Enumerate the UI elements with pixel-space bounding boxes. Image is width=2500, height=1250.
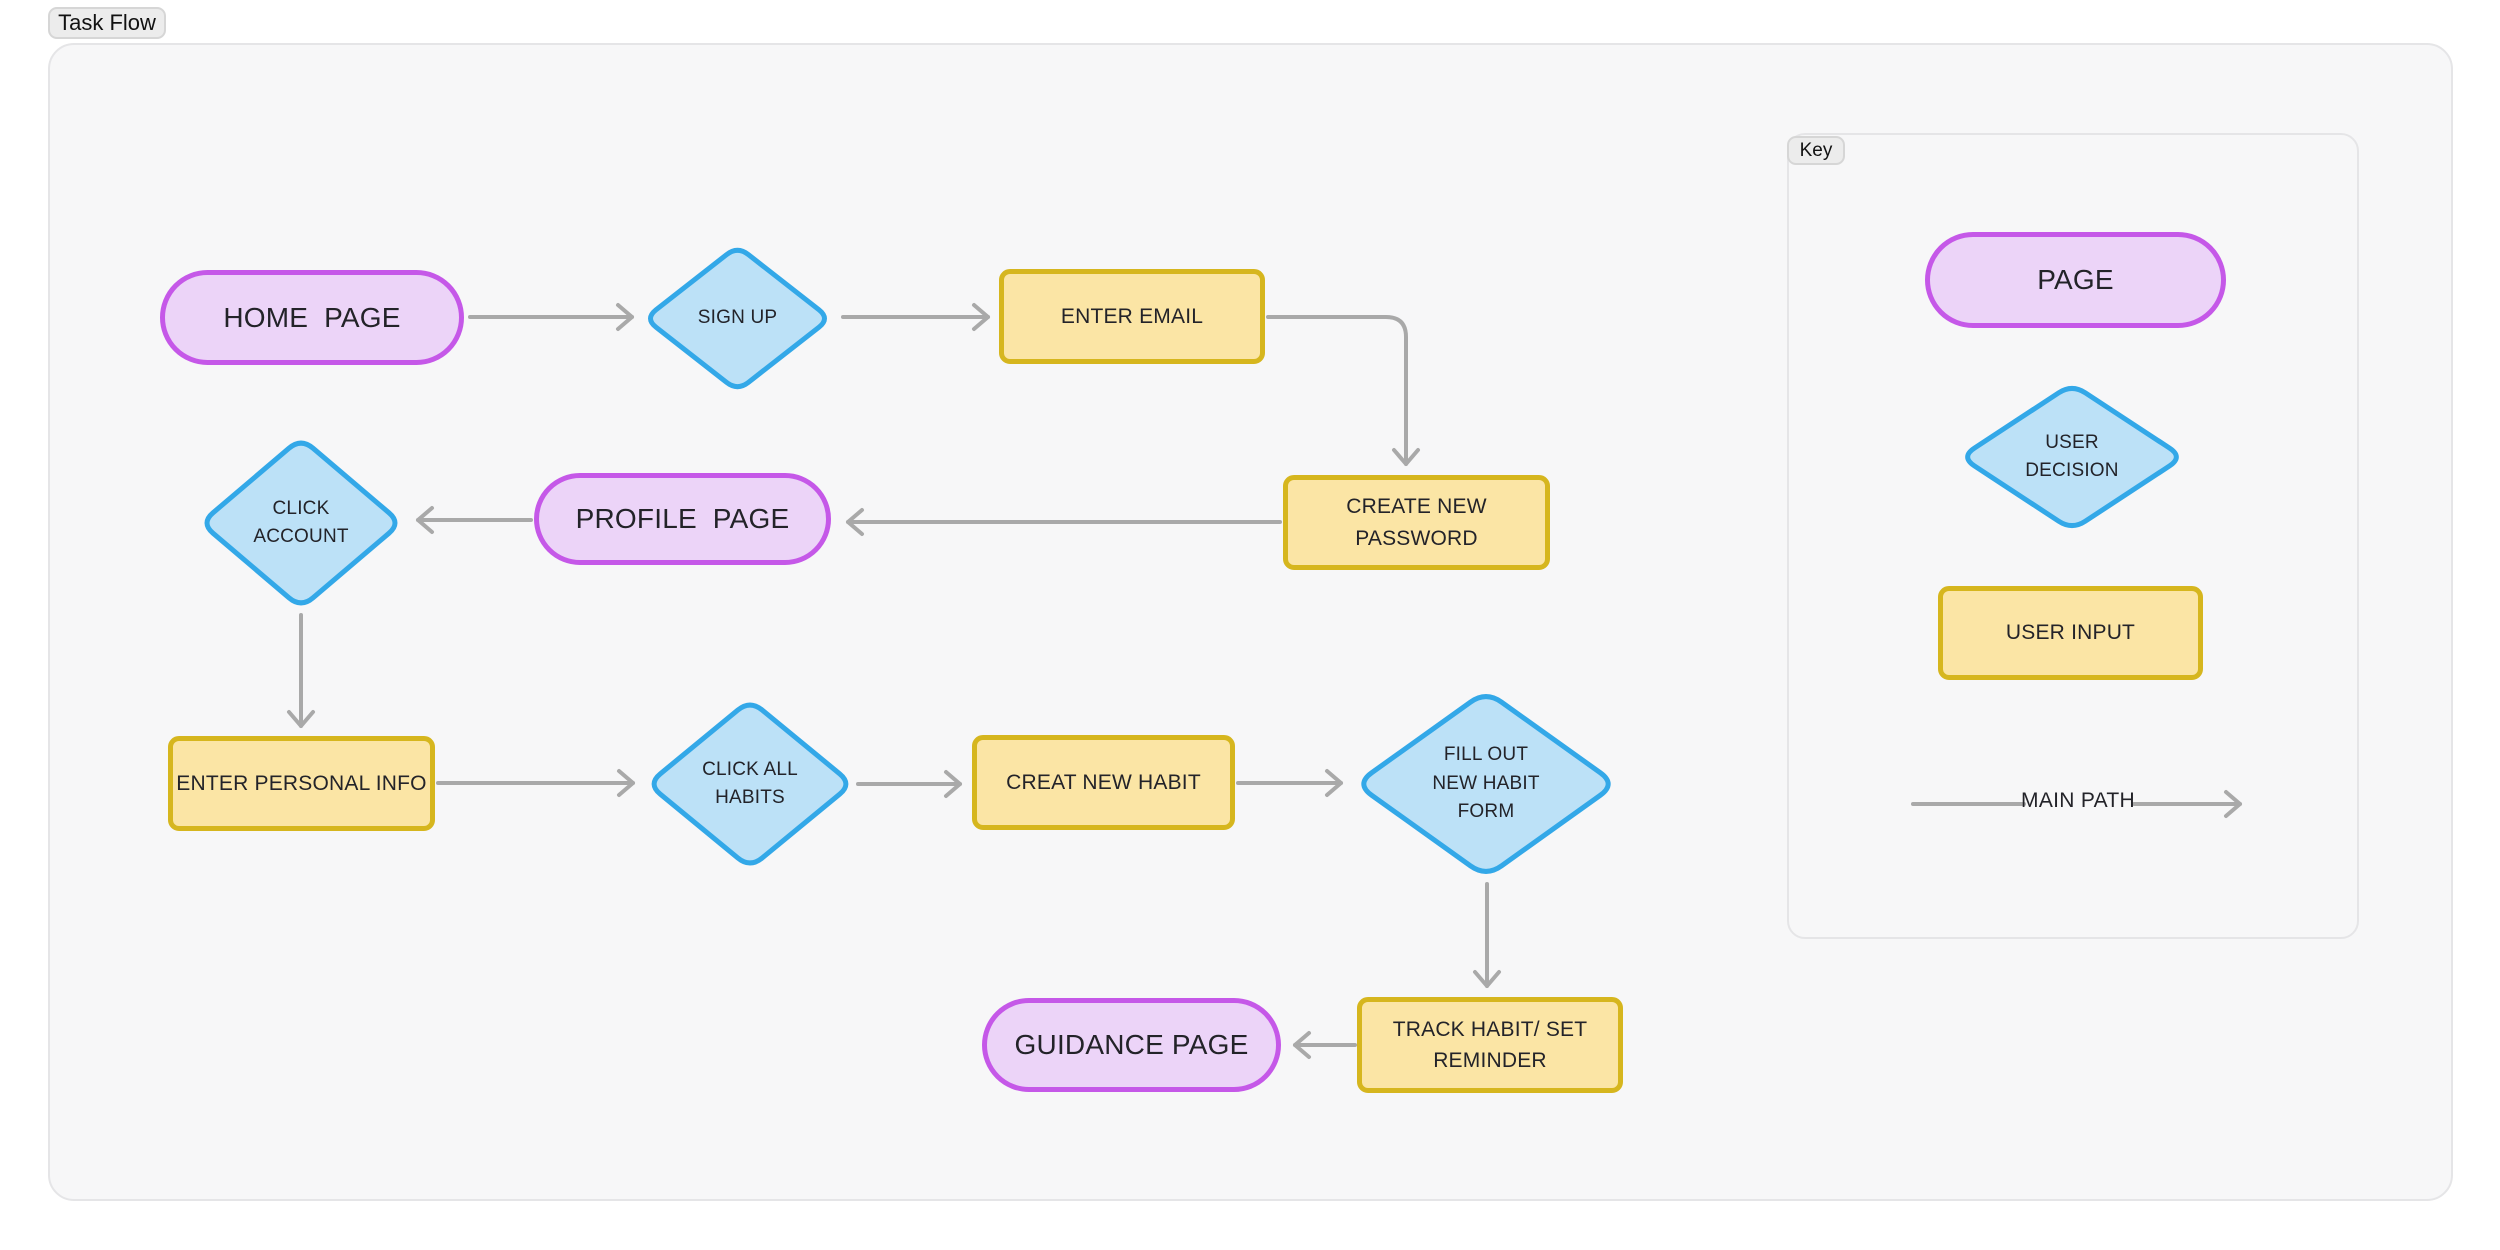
node-track-habit-set-reminder[interactable]: TRACK HABIT/ SET REMINDER: [1357, 997, 1623, 1093]
node-label: FILL OUT NEW HABIT FORM: [1432, 744, 1540, 823]
key-item-user-input[interactable]: USER INPUT: [1938, 586, 2203, 680]
key-title-chip[interactable]: Key: [1787, 136, 1845, 165]
node-label: PROFILE PAGE: [575, 503, 790, 535]
node-label: ENTER PERSONAL INFO: [176, 771, 427, 795]
node-profile-page[interactable]: PROFILE PAGE: [534, 473, 831, 565]
node-label: CREAT NEW HABIT: [1006, 770, 1201, 794]
key-item-label: USER INPUT: [2005, 621, 2136, 645]
key-item-user-decision[interactable]: USER DECISION: [1958, 381, 2186, 533]
node-label: SIGN UP: [697, 307, 778, 329]
key-item-page[interactable]: PAGE: [1925, 232, 2226, 328]
diamond-shape: [651, 702, 849, 866]
node-label: ENTER EMAIL: [1060, 304, 1204, 328]
node-label: GUIDANCE PAGE: [1014, 1029, 1249, 1061]
node-label: CREATE NEW PASSWORD: [1346, 495, 1493, 550]
node-label: CLICK ALL HABITS: [702, 758, 798, 809]
board-title-chip[interactable]: Task Flow: [48, 7, 166, 39]
key-item-main-path-label: MAIN PATH: [2021, 789, 2135, 812]
node-guidance-page[interactable]: GUIDANCE PAGE: [982, 998, 1281, 1092]
diamond-shape: [1965, 385, 2179, 529]
node-label: TRACK HABIT/ SET REMINDER: [1392, 1017, 1588, 1073]
key-item-label: PAGE: [2037, 264, 2114, 296]
node-enter-personal-info[interactable]: ENTER PERSONAL INFO: [168, 736, 435, 831]
node-sign-up[interactable]: SIGN UP: [642, 243, 833, 394]
diamond-shape: [204, 440, 398, 606]
node-click-account[interactable]: CLICK ACCOUNT: [198, 435, 404, 611]
node-home-page[interactable]: HOME PAGE: [160, 270, 464, 365]
node-label: HOME PAGE: [223, 301, 401, 333]
diamond-shape: [648, 247, 827, 390]
board-title: Task Flow: [58, 10, 156, 35]
key-item-label: USER DECISION: [2025, 431, 2119, 482]
node-create-new-password[interactable]: CREATE NEW PASSWORD: [1283, 475, 1550, 570]
node-creat-new-habit[interactable]: CREAT NEW HABIT: [972, 735, 1235, 830]
key-title: Key: [1799, 139, 1833, 161]
node-click-all-habits[interactable]: CLICK ALL HABITS: [645, 697, 855, 871]
diamond-shape: [1361, 694, 1611, 874]
node-label: CLICK ACCOUNT: [253, 497, 349, 548]
node-fill-out-new-habit-form[interactable]: FILL OUT NEW HABIT FORM: [1353, 688, 1619, 880]
node-enter-email[interactable]: ENTER EMAIL: [999, 269, 1265, 364]
